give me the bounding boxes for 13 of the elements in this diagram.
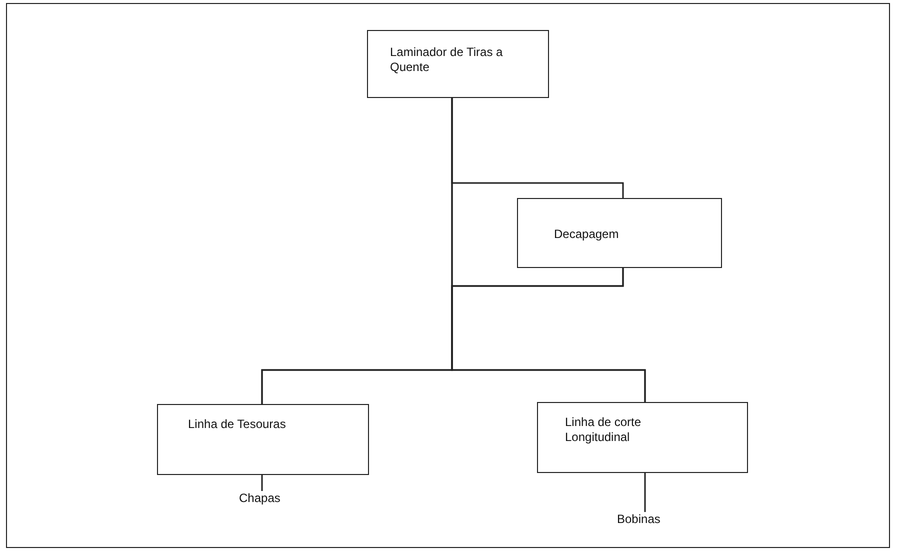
process-box bbox=[517, 198, 722, 268]
connector-line bbox=[451, 268, 646, 402]
box-label: Laminador de Tiras a Quente bbox=[390, 45, 504, 75]
box-label: Linha de corte Longitudinal bbox=[565, 415, 642, 445]
process-box bbox=[157, 404, 369, 475]
box-label: Linha de Tesouras bbox=[188, 417, 287, 432]
process-box bbox=[537, 402, 748, 473]
process-box bbox=[367, 30, 549, 98]
box-label: Decapagem bbox=[554, 227, 620, 242]
output-label: Chapas bbox=[239, 491, 282, 506]
connector-line bbox=[644, 473, 646, 512]
connector-line bbox=[261, 475, 263, 491]
output-label: Bobinas bbox=[617, 512, 662, 527]
